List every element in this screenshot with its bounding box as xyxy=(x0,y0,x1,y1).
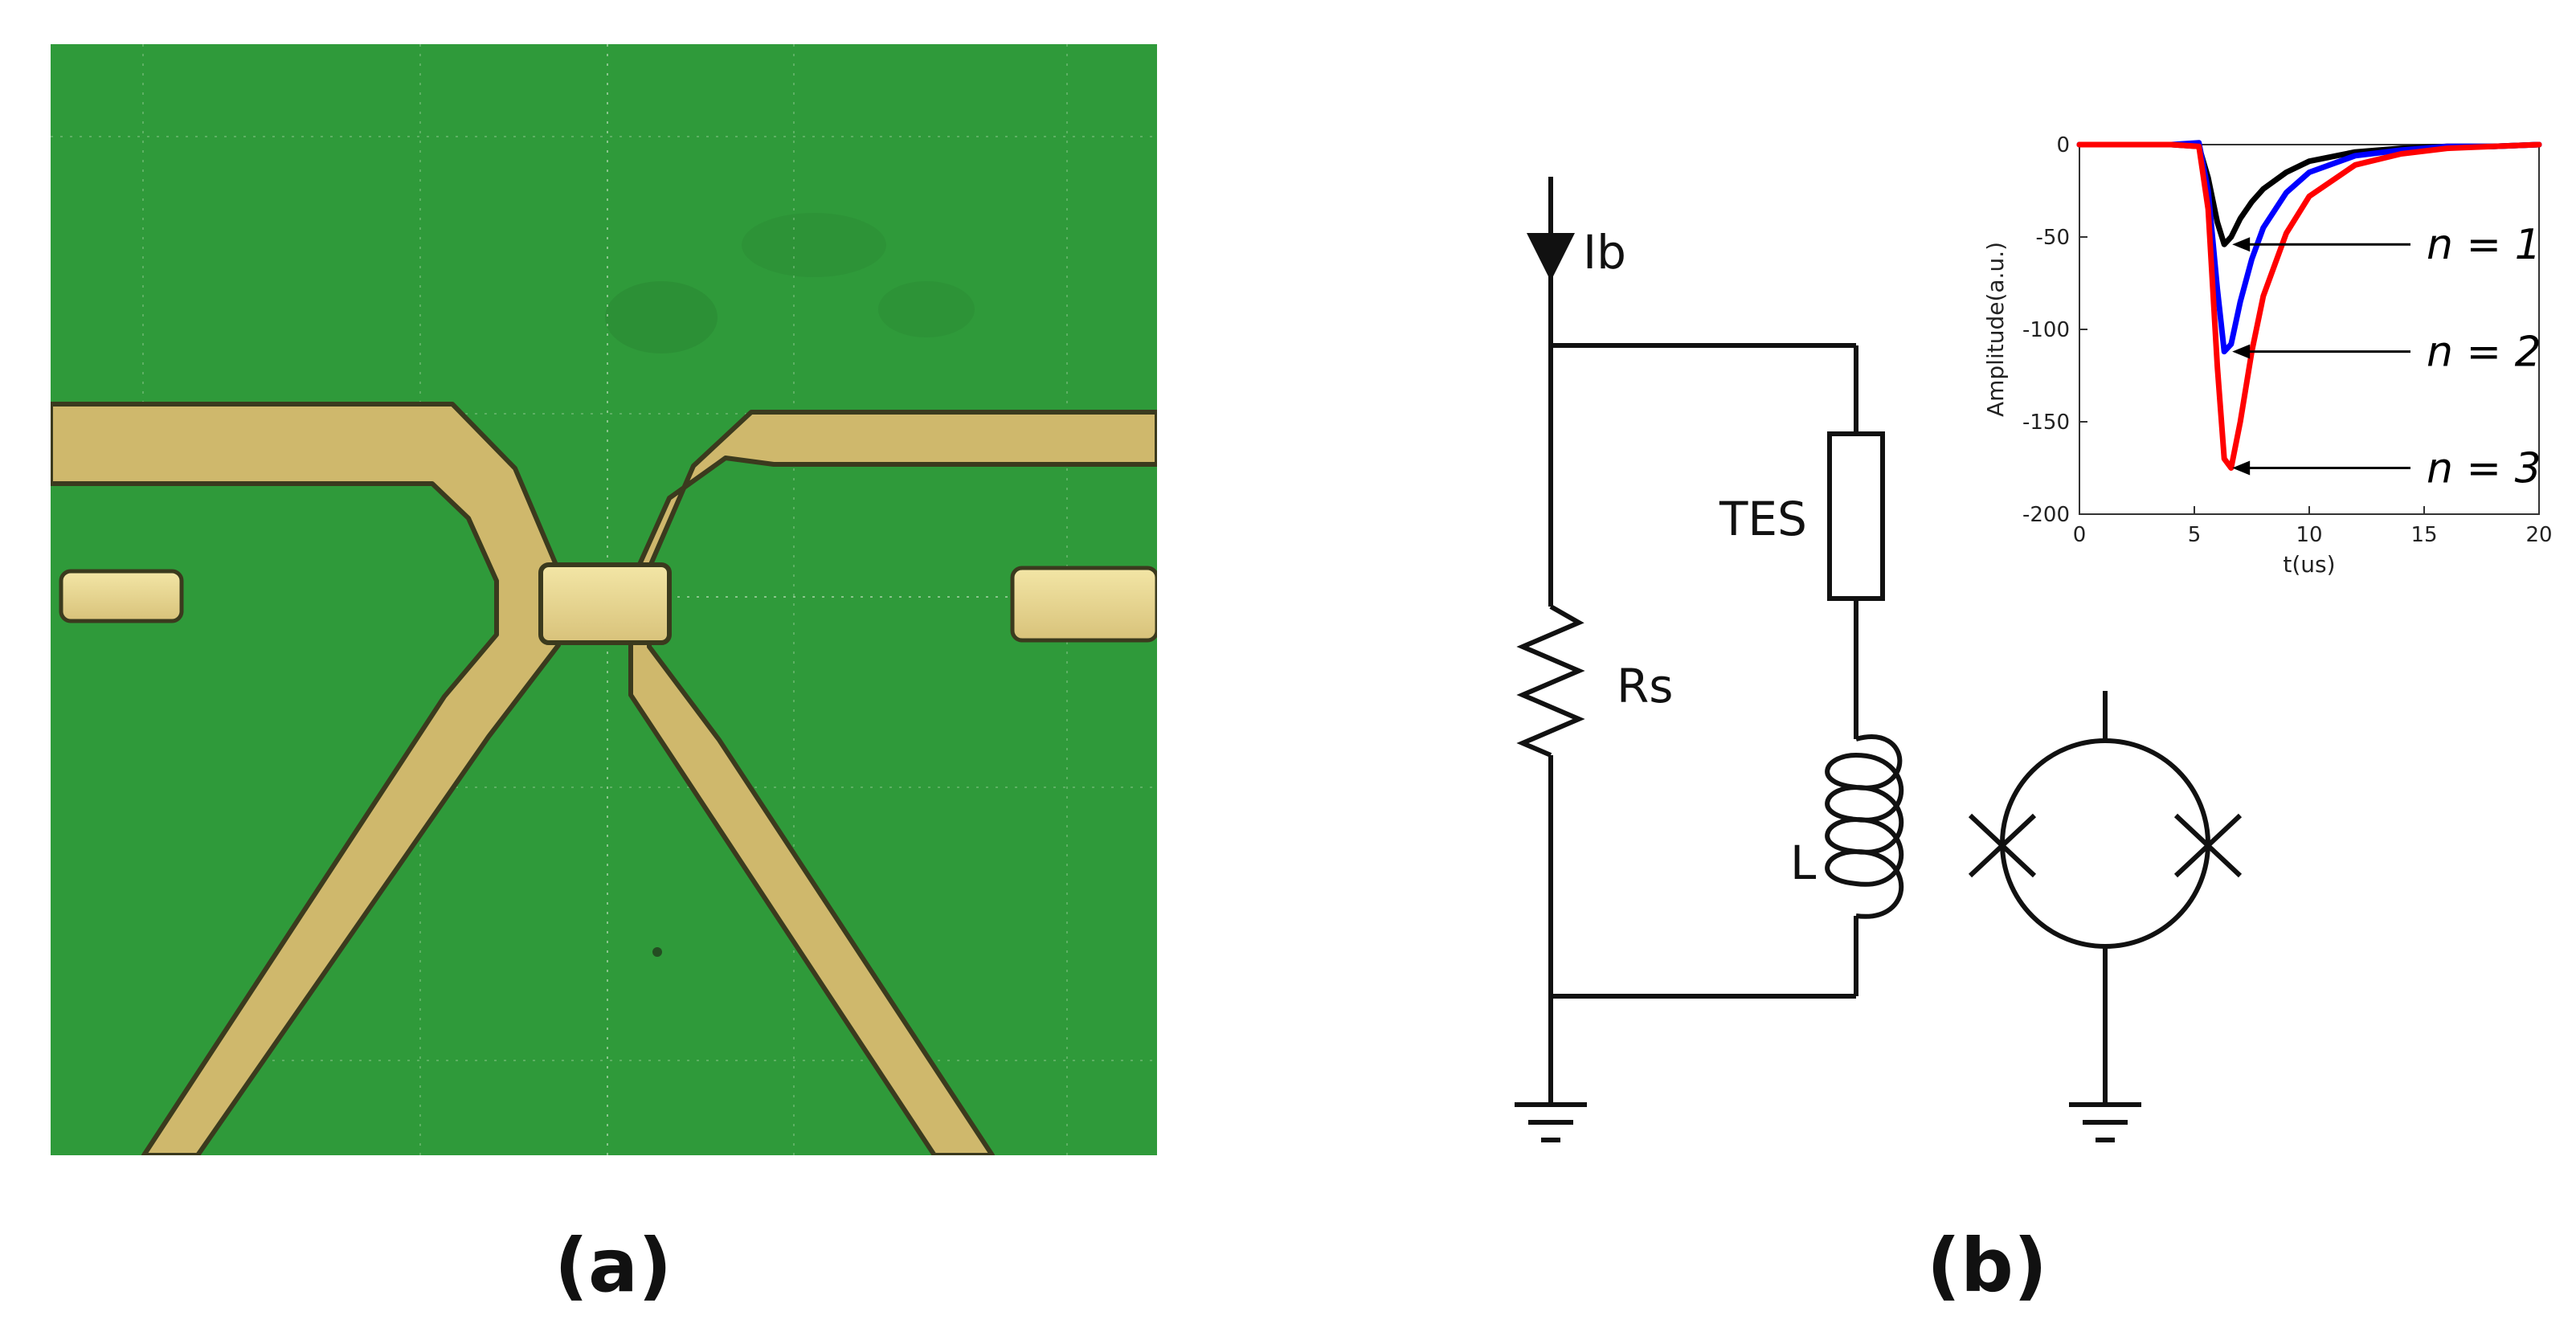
shunt-resistor xyxy=(1516,604,1585,758)
ground-icon xyxy=(2069,1102,2141,1142)
particle xyxy=(652,947,662,957)
annotation-label: n = 1 xyxy=(2427,221,2541,269)
arrow-icon xyxy=(1527,233,1575,281)
y-tick-label: -50 xyxy=(2036,226,2070,250)
annotation-label: n = 2 xyxy=(2427,329,2541,377)
josephson-junction-left xyxy=(1968,813,2037,878)
x-tick-label: 5 xyxy=(2188,523,2202,547)
y-tick-label: 0 xyxy=(2056,133,2070,157)
y-tick-label: -150 xyxy=(2022,411,2070,435)
inductor-coil xyxy=(1825,734,1904,996)
annotation-arrowhead xyxy=(2232,344,2251,359)
left-pad xyxy=(59,569,184,623)
right-pad xyxy=(1010,566,1157,643)
ground-icon xyxy=(1515,1102,1587,1142)
current-label: Ib xyxy=(1583,225,1626,280)
x-tick-label: 0 xyxy=(2073,523,2087,547)
squid-loop xyxy=(2000,738,2210,949)
x-tick-label: 15 xyxy=(2410,523,2437,547)
x-tick-label: 20 xyxy=(2525,523,2552,547)
panel-b-label: (b) xyxy=(1927,1223,2047,1309)
annotation-label: n = 3 xyxy=(2427,445,2541,493)
x-tick-label: 10 xyxy=(2296,523,2322,547)
tes-label: TES xyxy=(1719,492,1807,546)
series-line-3 xyxy=(2076,141,2542,471)
inset-chart: 0 5 10 15 20 0 -50 -100 -150 -200 t(us) Amplitude(a… xyxy=(1982,133,2553,578)
circuit-schematic xyxy=(1515,177,2243,1142)
annotation-arrowhead xyxy=(2232,460,2251,476)
right-electrode-fill xyxy=(628,410,1157,1155)
tes-element xyxy=(1827,431,1885,601)
inductor-label: L xyxy=(1790,836,1817,890)
y-tick-label: -100 xyxy=(2022,318,2070,342)
annotation-arrowhead xyxy=(2232,237,2251,252)
x-axis-label: t(us) xyxy=(2283,551,2335,578)
micrograph-image xyxy=(51,44,1157,1155)
left-electrode-trace xyxy=(51,402,561,1155)
panel-a-label: (a) xyxy=(554,1223,673,1309)
josephson-junction-right xyxy=(2173,813,2243,878)
y-tick-label: -200 xyxy=(2022,503,2070,527)
shunt-label: Rs xyxy=(1617,659,1674,713)
tes-pad xyxy=(538,562,672,645)
y-axis-label: Amplitude(a.u.) xyxy=(1982,242,2009,417)
